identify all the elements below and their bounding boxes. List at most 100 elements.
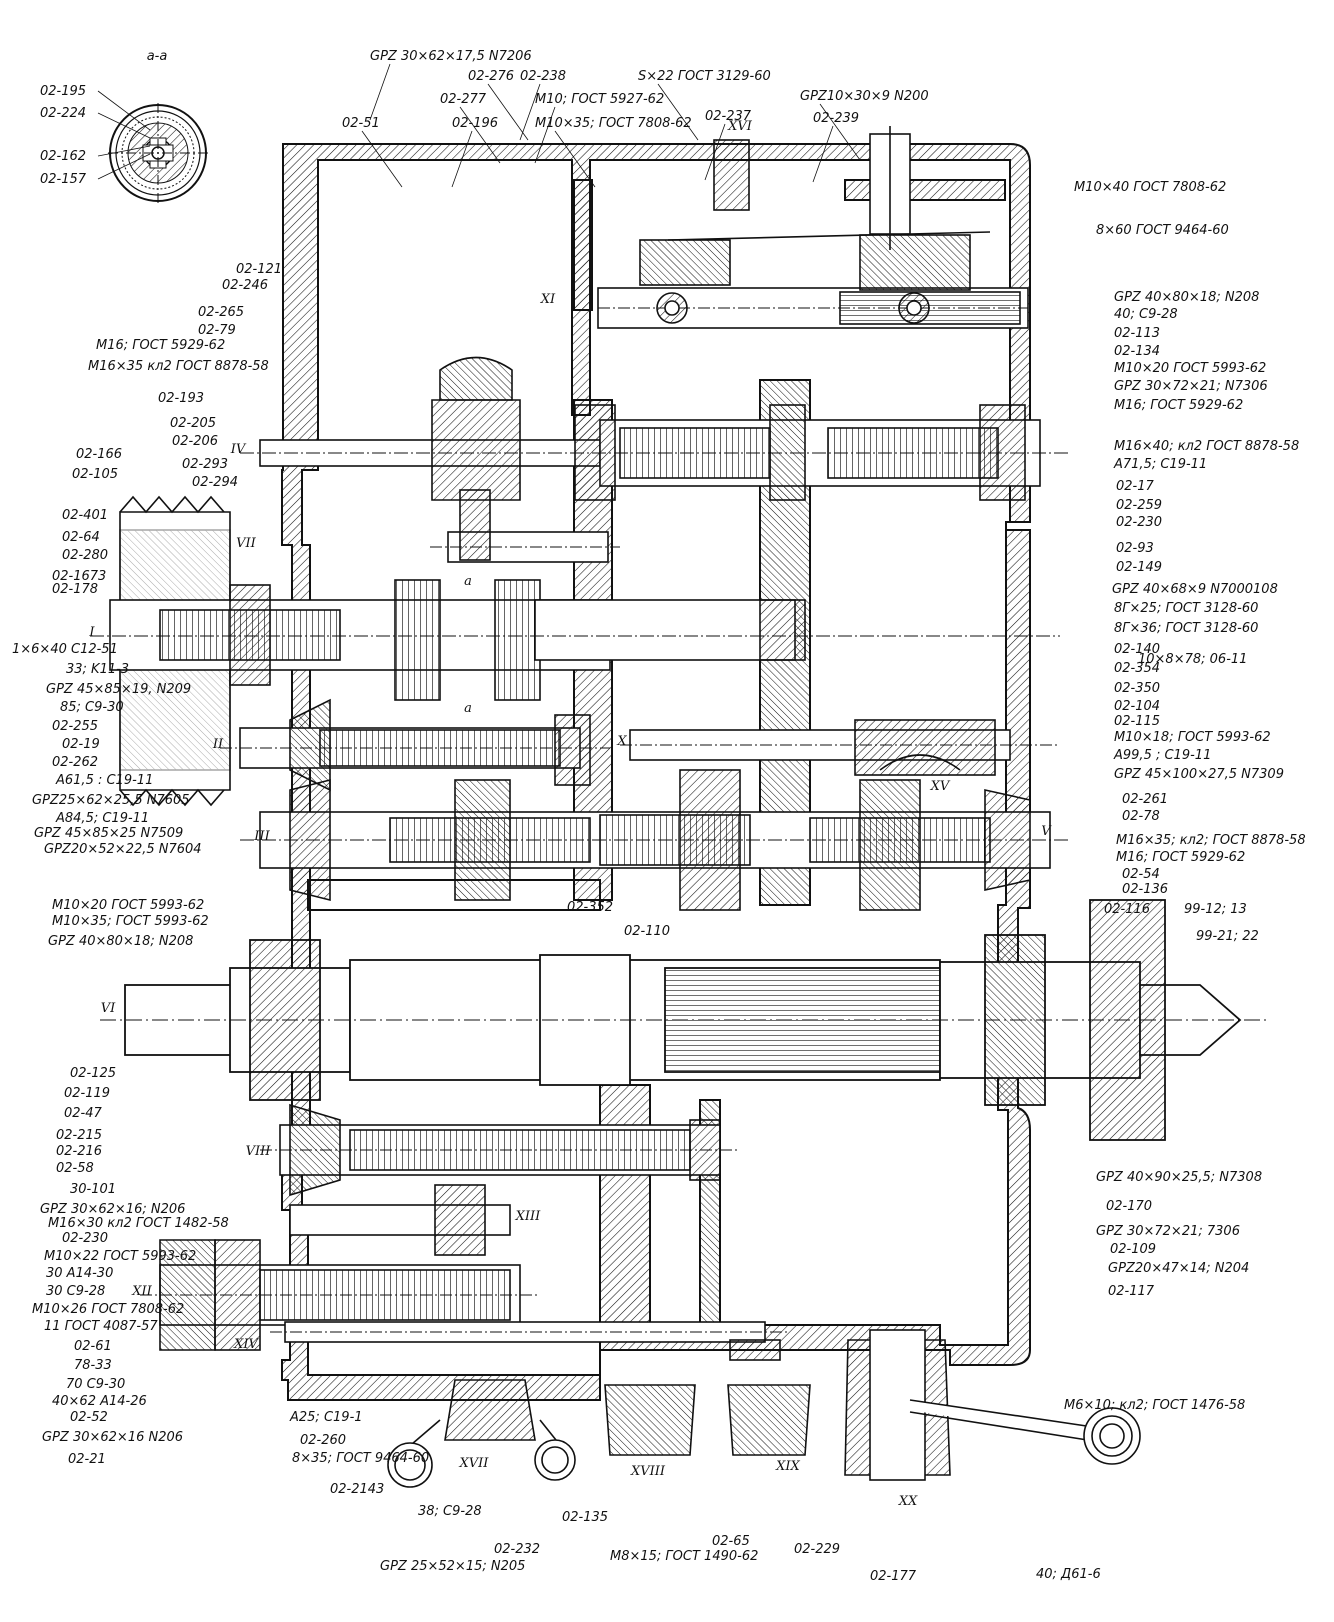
left-label: 02-79 [198,323,236,338]
right-label: M16×40; кл2 ГОСТ 8878-58 [1114,439,1299,454]
left-label: 02-64 [62,530,100,545]
bottom-label: 02-135 [562,1510,608,1525]
right-label: 02-259 [1116,498,1162,513]
shaft-iii-v [240,769,1070,911]
leader-line [812,125,834,183]
top-label: 02-239 [813,111,859,126]
section-label: 02-195 [40,84,86,99]
roman-numeral: XVIII [630,1464,666,1479]
top-label: GPZ10×30×9 N200 [800,89,929,104]
roman-numeral: а [464,574,472,589]
control-knobs [387,1329,1141,1488]
shaft-i-input [90,495,1060,807]
left-label: 02-206 [172,434,218,449]
right-label: 02-78 [1122,809,1160,824]
shift-rod-xi [597,126,1029,329]
leader-line [97,145,151,157]
leader-line [451,130,473,188]
right-label: 02-117 [1108,1284,1155,1299]
left-label: GPZ 45×85×19, N209 [46,682,191,697]
right-label: M6×10; кл2; ГОСТ 1476-58 [1064,1398,1245,1413]
left-label: 02-401 [62,508,108,523]
right-label: A99,5 ; C19-11 [1113,748,1211,763]
right-label: M16×35; кл2; ГОСТ 8878-58 [1116,833,1306,848]
rod-xiv [270,1321,790,1361]
left-label: 02-205 [170,416,216,431]
right-label: GPZ 30×72×21; 7306 [1096,1224,1240,1239]
bottom-label: 02-232 [494,1542,540,1557]
left-label: M10×26 ГОСТ 7808-62 [32,1302,184,1317]
roman-numeral: I [88,625,95,640]
right-label: 99-12; 13 [1184,902,1247,917]
spindle-vi [100,899,1270,1141]
right-label: 8Г×25; ГОСТ 3128-60 [1114,601,1258,616]
left-label: 02-125 [70,1066,116,1081]
leader-lines [97,63,861,188]
left-label: 02-21 [68,1452,106,1467]
left-label: 85; C9-30 [60,700,124,715]
bottom-label: 38; C9-28 [418,1504,482,1519]
right-label: 02-140 [1114,642,1160,657]
right-label: 02-113 [1114,326,1160,341]
left-label: 11 ГОСТ 4087-57 [44,1319,158,1334]
right-label: GPZ 45×100×27,5 N7309 [1114,767,1284,782]
right-label: M10×20 ГОСТ 5993-62 [1114,361,1266,376]
right-label: 02-93 [1116,541,1154,556]
roman-numeral: XIII [515,1209,542,1224]
left-label: 02-61 [74,1339,112,1354]
bottom-label: 02-2143 [330,1482,384,1497]
roman-numeral: XI [540,292,556,307]
left-label: 02-293 [182,457,228,472]
left-label: 02-119 [64,1086,110,1101]
top-label: M10; ГОСТ 5927-62 [535,92,664,107]
roman-numeral: XVII [459,1456,490,1471]
left-label: 02-166 [76,447,122,462]
left-label: M16×30 кл2 ГОСТ 1482-58 [48,1216,229,1231]
right-label: 02-230 [1116,515,1162,530]
roman-numeral: II [212,737,224,752]
left-label: 02-47 [64,1106,103,1121]
right-label: 02-134 [1114,344,1160,359]
left-label: 40×62 A14-26 [52,1394,147,1409]
left-label: 02-178 [52,582,98,597]
right-label: 02-54 [1122,867,1160,882]
bottom-label: 40; Д61-6 [1036,1567,1101,1582]
left-label: GPZ20×52×22,5 N7604 [44,842,202,857]
left-label: A61,5 : C19-11 [55,773,153,788]
left-label: A84,5; C19-11 [55,811,149,826]
left-label: 02-255 [52,719,98,734]
bottom-label: 02-177 [870,1569,917,1584]
bottom-label: 02-65 [712,1534,750,1549]
left-label: M16; ГОСТ 5929-62 [96,338,225,353]
left-label: 02-193 [158,391,204,406]
left-label: GPZ 30×62×16 N206 [42,1430,183,1445]
right-label: A71,5; C19-11 [1113,457,1207,472]
right-label: M10×40 ГОСТ 7808-62 [1074,180,1226,195]
roman-numeral: XIV [233,1337,259,1352]
right-label: M16; ГОСТ 5929-62 [1114,398,1243,413]
leader-line [519,83,541,141]
callout-labels: а-а02-19502-22402-16202-157IIIIIIIVVVIVI… [12,49,1306,1584]
roman-numeral: IV [230,442,247,457]
left-label: 02-1673 [52,569,106,584]
section-a-a-detail [108,103,208,203]
shaft-iv [240,356,1070,501]
left-label: 02-121 [236,262,282,277]
right-label: GPZ 30×72×21; N7306 [1114,379,1268,394]
right-label: GPZ 40×68×9 N7000108 [1112,582,1278,597]
right-label: 02-115 [1114,714,1160,729]
right-label: 02-116 [1104,902,1150,917]
top-label: 02-238 [520,69,566,84]
roman-numeral: XV [930,779,951,794]
roman-numeral: XIX [775,1459,800,1474]
right-label: 02-136 [1122,882,1168,897]
bottom-label: 8×35; ГОСТ 9464-60 [292,1451,429,1466]
left-label: 02-19 [62,737,100,752]
roman-numeral: XX [898,1494,918,1509]
top-label: GPZ 30×62×17,5 N7206 [370,49,532,64]
left-label: 02-58 [56,1161,94,1176]
shaft-xii-xiii [140,1184,540,1351]
bottom-label: GPZ 25×52×15; N205 [380,1559,525,1574]
left-label: 02-215 [56,1128,102,1143]
roman-numeral: VIII [246,1144,272,1159]
